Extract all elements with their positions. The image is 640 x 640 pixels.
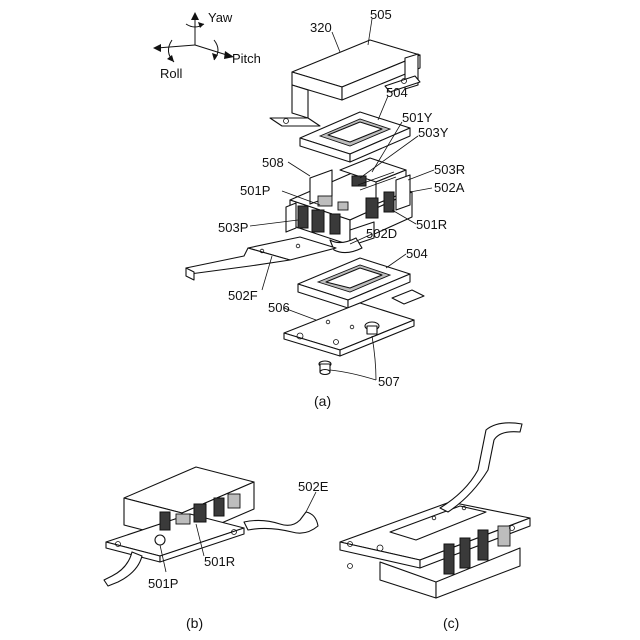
assembled-view-b: 502E 501R 501P (b) <box>104 467 329 631</box>
pitch-label: Pitch <box>232 51 261 66</box>
label-502D: 502D <box>366 226 397 241</box>
caption-a: (a) <box>314 393 331 409</box>
label-505: 505 <box>370 7 392 22</box>
label-508: 508 <box>262 155 284 170</box>
label-506: 506 <box>268 300 290 315</box>
label-502F: 502F <box>228 288 258 303</box>
label-504-upper: 504 <box>386 85 408 100</box>
frame-504-lower <box>298 258 424 308</box>
label-503P: 503P <box>218 220 248 235</box>
label-507: 507 <box>378 374 400 389</box>
label-502A: 502A <box>434 180 465 195</box>
label-501R-b: 501R <box>204 554 235 569</box>
label-501Y: 501Y <box>402 110 433 125</box>
assembled-view-c: (c) <box>340 423 530 631</box>
caption-b: (b) <box>186 615 203 631</box>
label-503R: 503R <box>434 162 465 177</box>
label-502E: 502E <box>298 479 329 494</box>
label-501P: 501P <box>240 183 270 198</box>
yaw-label: Yaw <box>208 10 233 25</box>
roll-label: Roll <box>160 66 183 81</box>
flex-board-502F <box>186 237 336 280</box>
cover-505 <box>270 40 420 126</box>
label-320: 320 <box>310 20 332 35</box>
caption-c: (c) <box>443 615 459 631</box>
label-501P-b: 501P <box>148 576 178 591</box>
frame-504-upper <box>300 112 410 162</box>
exploded-view: 320 505 504 501Y 503Y 508 503R 502A 501P… <box>186 7 465 409</box>
rotation-axes-indicator: Yaw Pitch Roll <box>153 10 261 81</box>
screw-507 <box>319 361 331 375</box>
label-504-lower: 504 <box>406 246 428 261</box>
label-501R: 501R <box>416 217 447 232</box>
label-503Y: 503Y <box>418 125 449 140</box>
plate-506 <box>284 303 414 356</box>
